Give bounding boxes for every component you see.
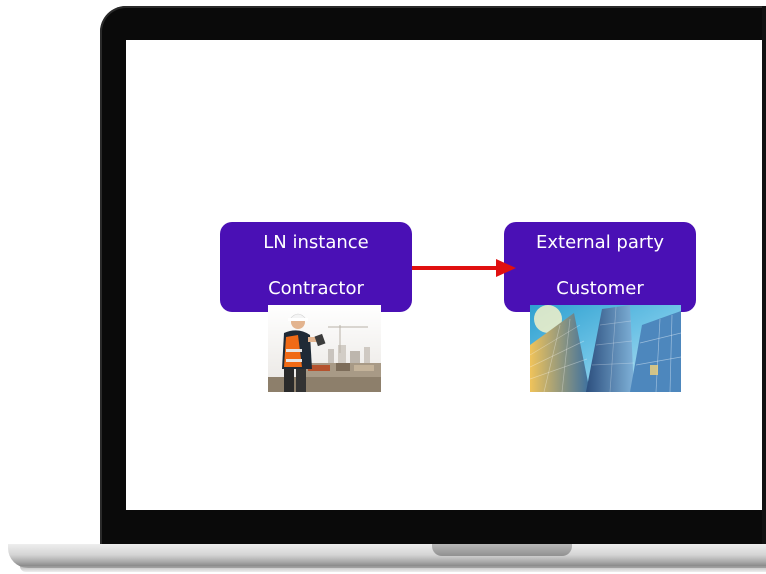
laptop-base-shadow: [20, 566, 766, 572]
node-subtitle: Contractor: [268, 278, 364, 299]
node-title: LN instance: [263, 232, 369, 253]
node-title: External party: [536, 232, 664, 253]
laptop-lid-edge: [762, 6, 766, 546]
node-subtitle: Customer: [556, 278, 644, 299]
laptop-base: [8, 544, 766, 568]
node-ln-instance: LN instance Contractor: [220, 222, 412, 312]
node-external-party: External party Customer: [504, 222, 696, 312]
arrowhead-icon: [496, 259, 516, 277]
contractor-worker-image: [268, 305, 381, 392]
laptop-opening-notch: [432, 544, 572, 556]
customer-building-image: [530, 305, 681, 392]
